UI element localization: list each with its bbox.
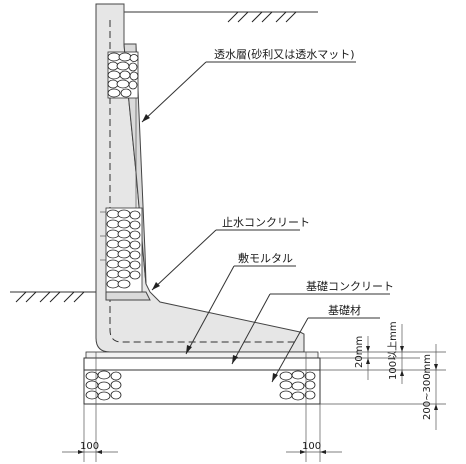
dim-vertical-group xyxy=(320,324,446,430)
leader-bed-mortar xyxy=(185,265,296,355)
foundation-material-layer xyxy=(83,369,321,405)
leader-foundation-material xyxy=(271,317,380,383)
dim-text-right: 100 xyxy=(302,441,321,452)
leader-foundation-concrete xyxy=(231,293,390,365)
dim-text-concrete: 100以上mm xyxy=(387,321,399,380)
dim-horizontal-group xyxy=(62,352,342,462)
leader-waterstop xyxy=(151,229,300,291)
waterstop-concrete xyxy=(105,291,151,301)
leader-drain-layer xyxy=(141,61,356,123)
label-waterstop-concrete: 止水コンクリート xyxy=(222,216,310,229)
rebar-dashed-line xyxy=(109,20,296,343)
bed-mortar-layer xyxy=(85,351,319,359)
foundation-stones-right xyxy=(279,370,316,401)
label-drain-layer: 透水層(砂利又は透水マット) xyxy=(214,48,355,61)
label-foundation-material: 基礎材 xyxy=(328,303,361,317)
dim-text-mortar: 20mm xyxy=(354,336,365,368)
front-ground-hatch xyxy=(15,291,85,303)
foundation-stones-left xyxy=(85,370,122,401)
label-bed-mortar: 敷モルタル xyxy=(238,251,293,265)
top-ground-hatch xyxy=(227,11,297,23)
dim-text-material: 200~300mm xyxy=(422,354,433,420)
front-ground-line xyxy=(10,291,96,303)
drain-gravel-upper xyxy=(107,51,139,99)
label-foundation-concrete: 基礎コンクリート xyxy=(306,280,394,293)
drain-gravel-lower xyxy=(105,207,143,293)
dim-text-left: 100 xyxy=(80,441,99,452)
top-ground-line xyxy=(124,11,318,23)
